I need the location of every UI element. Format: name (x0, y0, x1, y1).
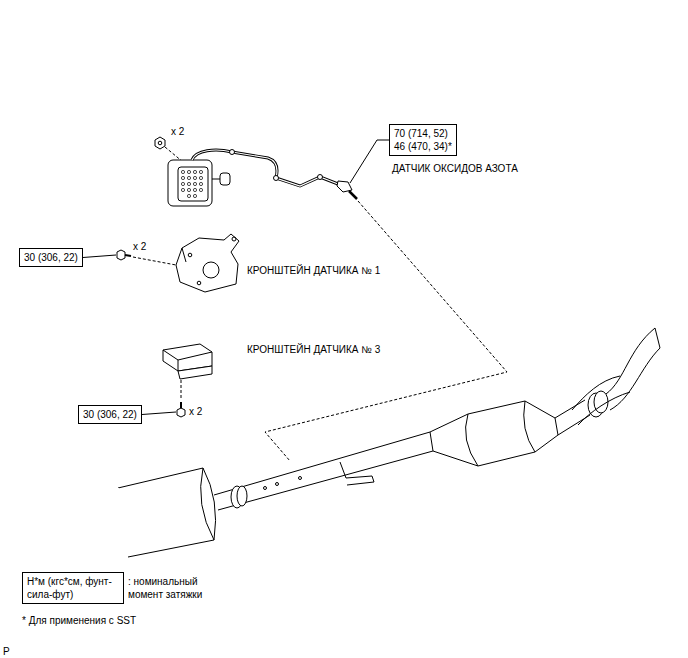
exhaust-pipe (118, 328, 660, 557)
torque-value: Н*м (кгс*см, фунт-сила-фут) (27, 575, 119, 601)
leader-line (83, 255, 116, 258)
nox-sensor (337, 181, 357, 199)
torque-box: 30 (306, 22) (78, 405, 142, 424)
leader-line (350, 140, 389, 183)
part-name: КРОНШТЕЙН ДАТЧИКА № 1 (247, 264, 380, 277)
torque-box: 70 (714, 52)46 (470, 34)* (389, 124, 457, 156)
quantity: x 2 (171, 125, 184, 138)
part-name: ДАТЧИК ОКСИДОВ АЗОТА (392, 162, 518, 175)
part-name: КРОНШТЕЙН ДАТЧИКА № 3 (247, 343, 380, 356)
quantity: x 2 (133, 240, 146, 253)
quantity: x 2 (189, 405, 202, 418)
torque-value: 30 (306, 22) (24, 251, 78, 264)
bracket-3 (163, 344, 212, 379)
bracket-1 (176, 234, 239, 292)
torque-value: 46 (470, 34)* (394, 140, 452, 153)
sensor-module (168, 160, 230, 206)
torque-value: 30 (306, 22) (83, 408, 137, 421)
nut (155, 137, 165, 149)
legend-box: Н*м (кгс*см, фунт-сила-фут) (22, 572, 124, 604)
torque-box: 30 (306, 22) (19, 248, 83, 267)
leader-line (142, 412, 176, 415)
page-mark: P (3, 645, 10, 658)
legend-text: : номинальный момент затяжки (128, 575, 223, 601)
torque-value: 70 (714, 52) (394, 127, 452, 140)
note: * Для применения с SST (22, 614, 136, 627)
